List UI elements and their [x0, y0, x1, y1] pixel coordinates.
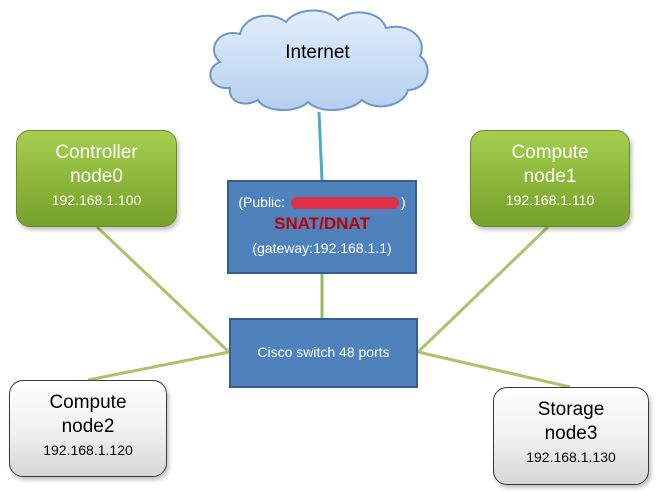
compute-node1-box[interactable]: Compute node1 192.168.1.110 — [470, 130, 630, 227]
node-ip: 192.168.1.110 — [505, 191, 595, 208]
node-ip: 192.168.1.130 — [526, 448, 616, 465]
node-ip: 192.168.1.120 — [43, 441, 133, 458]
link-compute2-switch — [87, 350, 230, 382]
storage-node3-box[interactable]: Storage node3 192.168.1.130 — [493, 387, 649, 485]
node-name: node3 — [544, 422, 598, 444]
internet-label: Internet — [285, 42, 350, 63]
redacted-public-ip — [290, 197, 399, 210]
link-compute1-switch — [416, 225, 550, 354]
public-suffix: ) — [400, 194, 406, 210]
node-title: Storage — [537, 399, 605, 420]
node-name: node1 — [523, 165, 577, 187]
node-title: Compute — [511, 142, 589, 163]
nat-router-box[interactable]: (Public: ) SNAT/DNAT (gateway:192.168.1.… — [227, 180, 417, 274]
public-ip-line: (Public: ) — [229, 194, 415, 210]
public-prefix: (Public: — [238, 194, 289, 210]
gateway-label: (gateway:192.168.1.1) — [252, 239, 392, 256]
switch-label: Cisco switch 48 ports — [257, 344, 390, 360]
node-title: Compute — [49, 392, 127, 413]
node-title: Controller — [55, 142, 138, 163]
link-controller-switch — [95, 225, 231, 354]
cloud-icon — [209, 9, 429, 112]
link-internet-router — [317, 111, 324, 181]
node-ip: 192.168.1.100 — [51, 191, 142, 208]
snat-dnat-label: SNAT/DNAT — [274, 214, 370, 234]
node-name: node2 — [61, 415, 115, 437]
node-name: node0 — [70, 165, 123, 187]
switch-box[interactable]: Cisco switch 48 ports — [229, 318, 418, 388]
link-storage-switch — [417, 350, 571, 389]
controller-node0-box[interactable]: Controller node0 192.168.1.100 — [16, 130, 177, 227]
compute-node2-box[interactable]: Compute node2 192.168.1.120 — [9, 380, 167, 477]
